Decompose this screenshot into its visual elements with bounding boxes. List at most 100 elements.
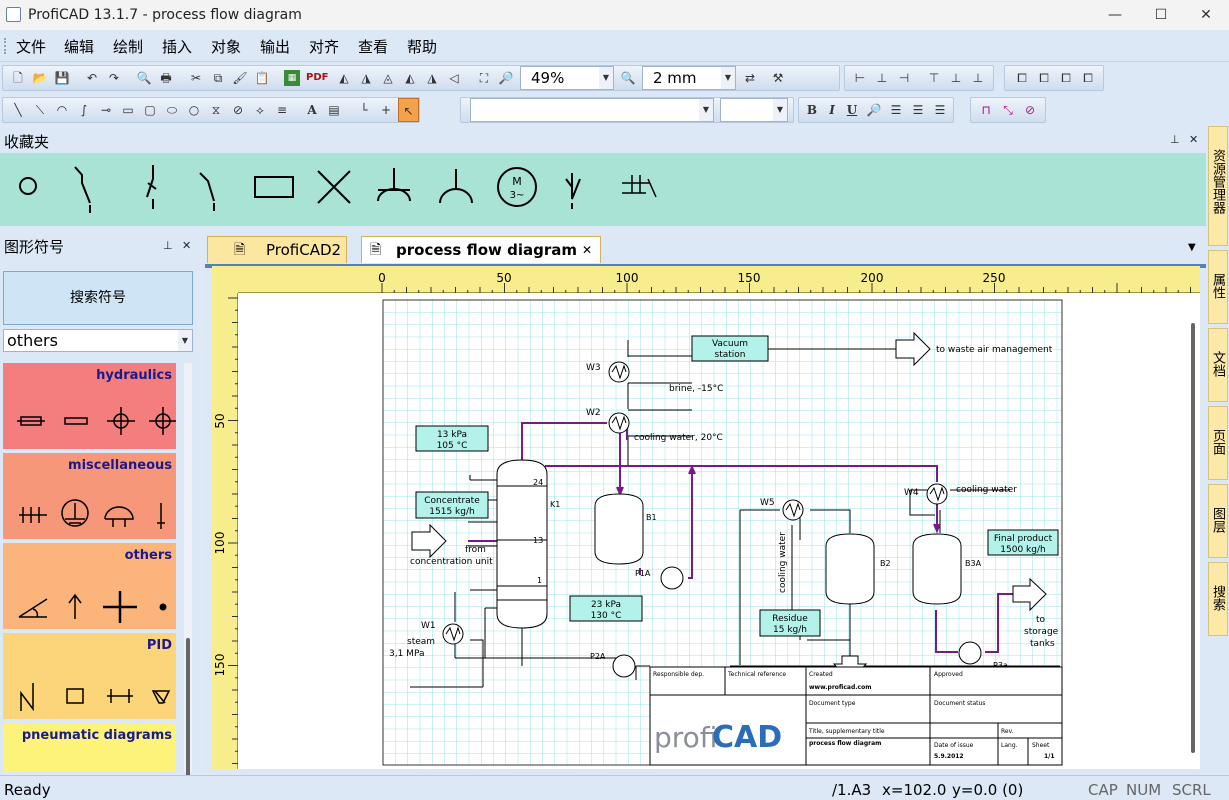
pin-icon[interactable]: ⊥ bbox=[1170, 133, 1180, 146]
category-hydraulics[interactable]: hydraulics bbox=[3, 363, 176, 449]
zoom-fit-icon[interactable]: ⛶ bbox=[479, 71, 489, 85]
drawing-canvas[interactable]: Vacuum station 13 kPa 105 °C Concentrate… bbox=[238, 293, 1200, 769]
align-right-icon[interactable]: ⊣ bbox=[898, 71, 910, 85]
menu-edit[interactable]: 编辑 bbox=[64, 38, 95, 56]
ellipse-icon[interactable]: ⬭ bbox=[166, 103, 178, 117]
open-folder-icon[interactable]: 📂 bbox=[32, 71, 48, 85]
insulation-icon[interactable]: ⟡ bbox=[256, 103, 264, 117]
measure-icon[interactable]: ⤡ bbox=[1003, 103, 1013, 117]
bold-button[interactable]: B bbox=[806, 103, 818, 117]
fav-ground-symbol[interactable] bbox=[439, 169, 473, 204]
hourglass-icon[interactable]: ⧖ bbox=[211, 103, 221, 117]
circle-icon[interactable]: ○ bbox=[188, 103, 200, 117]
font-name-combo[interactable]: ▼ bbox=[470, 98, 714, 122]
italic-button[interactable]: I bbox=[829, 103, 835, 117]
chevron-down-icon[interactable]: ▼ bbox=[721, 67, 735, 89]
zoom-in-icon[interactable]: 🔎 bbox=[498, 71, 514, 85]
side-tab-explorer[interactable]: 资源管理器 bbox=[1208, 126, 1228, 246]
fav-motor-symbol[interactable] bbox=[497, 167, 537, 207]
underline-button[interactable]: U bbox=[846, 103, 858, 117]
undo-icon[interactable]: ↶ bbox=[86, 71, 98, 85]
drawing-sheet[interactable]: Vacuum station 13 kPa 105 °C Concentrate… bbox=[238, 293, 1200, 769]
menu-help[interactable]: 帮助 bbox=[407, 38, 438, 56]
font-zoom-icon[interactable]: 🔎 bbox=[866, 103, 882, 117]
side-tab-layers[interactable]: 图层 bbox=[1208, 484, 1228, 558]
rounded-rect-icon[interactable]: ▢ bbox=[144, 103, 156, 117]
paragraph-icon[interactable]: ▤ bbox=[328, 103, 340, 117]
rotate-icon[interactable]: ◁ bbox=[449, 71, 459, 85]
close-icon[interactable]: ✕ bbox=[1189, 133, 1199, 146]
canvas-vscrollbar[interactable] bbox=[1186, 293, 1200, 769]
chevron-down-icon[interactable]: ▼ bbox=[773, 99, 787, 121]
swap-icon[interactable]: ⇄ bbox=[744, 71, 756, 85]
distribute-icon[interactable]: ⧠ bbox=[1083, 71, 1093, 85]
pin-icon[interactable]: ⊥ bbox=[163, 239, 173, 252]
minimize-button[interactable]: — bbox=[1108, 7, 1122, 23]
paste-icon[interactable]: 📋 bbox=[254, 71, 270, 85]
menu-insert[interactable]: 插入 bbox=[162, 38, 193, 56]
align-center-icon[interactable]: ⊥ bbox=[876, 71, 888, 85]
line-icon[interactable]: ╲ bbox=[14, 103, 22, 117]
no-entry-icon[interactable]: ⊘ bbox=[1024, 103, 1036, 117]
tab-proficad2[interactable]: 🗎 ProfiCAD2 bbox=[207, 236, 347, 263]
close-icon[interactable]: ✕ bbox=[182, 239, 192, 252]
menu-align[interactable]: 对齐 bbox=[309, 38, 340, 56]
fav-antenna-symbol[interactable] bbox=[377, 168, 411, 202]
same-height-icon[interactable]: ⧠ bbox=[1039, 71, 1049, 85]
tab-close-icon[interactable]: ✕ bbox=[582, 243, 593, 257]
chevron-down-icon[interactable]: ▼ bbox=[178, 330, 192, 351]
text-align-right-icon[interactable]: ☰ bbox=[934, 103, 946, 117]
zoom-out-icon[interactable]: 🔍 bbox=[620, 71, 636, 85]
category-pid[interactable]: PID bbox=[3, 633, 176, 719]
wire-icon[interactable]: ⊸ bbox=[100, 103, 112, 117]
mirror-icon[interactable]: ◮ bbox=[427, 71, 437, 85]
side-tab-properties[interactable]: 属性 bbox=[1208, 250, 1228, 324]
fav-switch-2-symbol[interactable] bbox=[146, 165, 157, 209]
align-top-icon[interactable]: ⊤ bbox=[928, 71, 940, 85]
fav-cross-symbol[interactable] bbox=[317, 170, 351, 204]
same-size-icon[interactable]: ⧠ bbox=[1061, 71, 1071, 85]
font-size-combo[interactable]: ▼ bbox=[720, 98, 788, 122]
fav-switch-4-symbol[interactable] bbox=[565, 173, 581, 209]
rotate-left-icon[interactable]: ◬ bbox=[383, 71, 393, 85]
fav-contactor-symbol[interactable] bbox=[622, 175, 657, 198]
align-left-icon[interactable]: ⊢ bbox=[854, 71, 866, 85]
chevron-down-icon[interactable]: ▼ bbox=[699, 99, 713, 121]
tab-process-flow-diagram[interactable]: 🗎 process flow diagram ✕ bbox=[361, 236, 601, 263]
same-width-icon[interactable]: ⧠ bbox=[1017, 71, 1027, 85]
text-icon[interactable]: A bbox=[307, 103, 317, 117]
menu-output[interactable]: 输出 bbox=[260, 38, 291, 56]
grid-size-combo[interactable]: 2 mm ▼ bbox=[642, 66, 736, 90]
fav-switch-symbol[interactable] bbox=[74, 166, 91, 213]
scrollbar-thumb[interactable] bbox=[186, 638, 190, 798]
redo-icon[interactable]: ↷ bbox=[108, 71, 120, 85]
align-middle-icon[interactable]: ⊥ bbox=[950, 71, 962, 85]
select-arrow-icon[interactable]: ↖ bbox=[398, 98, 419, 122]
fav-resistor-symbol[interactable] bbox=[254, 176, 294, 198]
side-tab-pages[interactable]: 页面 bbox=[1208, 406, 1228, 480]
category-combo[interactable]: others ▼ bbox=[3, 329, 193, 352]
new-file-icon[interactable]: 🗋 bbox=[13, 71, 23, 85]
pipe-icon[interactable]: ⊘ bbox=[232, 103, 244, 117]
connector-icon[interactable]: └ bbox=[360, 103, 368, 117]
arc-icon[interactable]: ◠ bbox=[56, 103, 68, 117]
format-painter-icon[interactable]: 🖌 bbox=[232, 71, 248, 85]
maximize-button[interactable]: ☐ bbox=[1154, 7, 1168, 23]
category-others[interactable]: others bbox=[3, 543, 176, 629]
bus-icon[interactable]: ≡ bbox=[276, 103, 288, 117]
flip-vertical-icon[interactable]: ◮ bbox=[361, 71, 371, 85]
node-icon[interactable]: + bbox=[380, 103, 392, 117]
save-icon[interactable]: 💾 bbox=[54, 71, 70, 85]
side-tab-search[interactable]: 搜索 bbox=[1208, 562, 1228, 636]
side-tab-documents[interactable]: 文档 bbox=[1208, 328, 1228, 402]
flip-horizontal-icon[interactable]: ◭ bbox=[339, 71, 349, 85]
zoom-combo[interactable]: 49% ▼ bbox=[520, 66, 614, 90]
fav-switch-3-symbol[interactable] bbox=[199, 172, 215, 211]
pdf-export-icon[interactable]: PDF bbox=[306, 72, 329, 83]
rotate-right-icon[interactable]: ◭ bbox=[405, 71, 415, 85]
tab-list-chevron-icon[interactable]: ▼ bbox=[1188, 242, 1196, 253]
hammer-icon[interactable]: ⚒ bbox=[772, 71, 784, 85]
fav-circle-symbol[interactable] bbox=[19, 177, 37, 195]
rectangle-icon[interactable]: ▭ bbox=[122, 103, 134, 117]
search-symbols-button[interactable]: 搜索符号 bbox=[3, 271, 193, 325]
